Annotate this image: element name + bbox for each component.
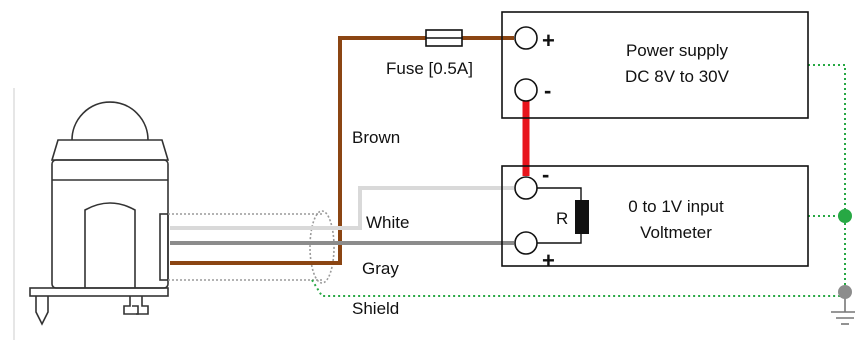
sensor-top-plate (50, 139, 170, 161)
power-supply-plus-terminal (514, 26, 538, 50)
sensor-foot-right (123, 296, 139, 315)
brown-wire (170, 36, 426, 265)
resistor-lead-bottom (537, 234, 582, 244)
power-supply-plus-sign: + (542, 28, 555, 53)
power-supply-minus-terminal (514, 78, 538, 102)
resistor-lead-top (537, 187, 582, 200)
sensor-base (29, 287, 169, 297)
voltmeter-box (501, 165, 809, 267)
white-wire-label: White (366, 213, 409, 232)
sensor-icon (29, 101, 170, 326)
resistor-icon (575, 200, 589, 234)
sensor-foot-left (35, 296, 49, 326)
shield-wire-label: Shield (352, 299, 399, 318)
power-supply-title: Power supply (626, 41, 729, 60)
cable-sheath (168, 210, 335, 284)
voltmeter-name: Voltmeter (640, 223, 712, 242)
shield-junction-node (838, 209, 852, 223)
voltmeter-plus-sign: + (542, 248, 555, 273)
gray-wire-label: Gray (362, 259, 399, 278)
power-supply-range: DC 8V to 30V (625, 67, 730, 86)
ground-node (838, 285, 852, 299)
power-supply-minus-sign: - (544, 78, 551, 103)
voltmeter-plus-terminal (514, 231, 538, 255)
ground-icon (831, 296, 855, 325)
brown-wire-label: Brown (352, 128, 400, 147)
white-wire (170, 186, 514, 230)
fuse-label: Fuse [0.5A] (386, 59, 473, 78)
voltmeter-minus-sign: - (542, 162, 549, 187)
sensor-foot-right-2 (136, 296, 149, 315)
voltmeter-title: 0 to 1V input (628, 197, 724, 216)
sensor-window (84, 202, 136, 288)
power-supply-box (501, 11, 809, 119)
resistor-label: R (556, 209, 568, 228)
sensor-dome (71, 101, 149, 141)
voltmeter-minus-terminal (514, 176, 538, 200)
sensor-gland (159, 213, 169, 281)
